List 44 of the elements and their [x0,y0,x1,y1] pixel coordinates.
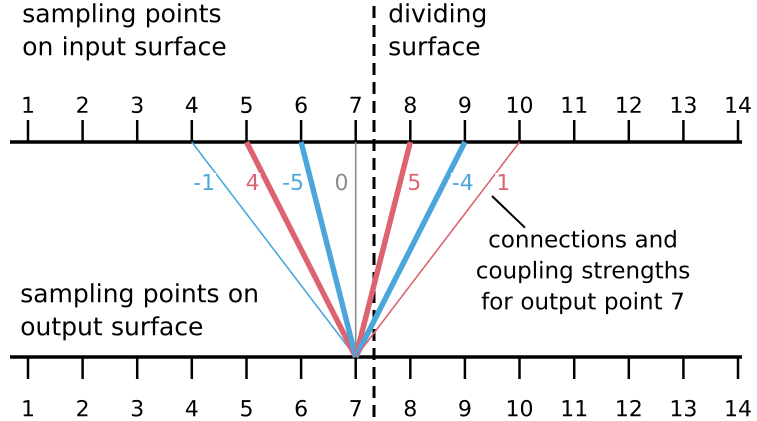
connection-line [191,142,356,358]
point-number: 11 [562,400,586,416]
connection-line [353,141,413,358]
point-number: 11 [562,96,586,113]
point-number: 8 [404,400,416,417]
point-number: 13 [672,400,696,417]
point-number: 12 [617,96,641,113]
coupling-strength: 1 [495,172,512,192]
connection-line [355,142,520,358]
point-number: 14 [726,96,751,113]
point-number: 3 [132,400,142,417]
point-number: 13 [672,96,696,114]
caption-text: dividing surface [390,3,486,56]
point-number: 9 [459,400,470,417]
point-number: 10 [508,400,532,417]
point-number: 7 [350,400,361,416]
coupling-strength: -4 [450,172,475,192]
coupling-strength: 4 [244,172,261,192]
caption-text: sampling points on input surface [24,3,226,60]
point-number: 5 [241,96,252,114]
point-number: 2 [77,96,88,113]
point-number: 3 [132,96,142,114]
coupling-strength: -5 [281,172,305,192]
point-number: 8 [404,96,416,114]
point-number: 6 [296,96,307,114]
point-number: 1 [23,96,33,113]
point-number: 10 [508,96,532,114]
point-number: 9 [459,96,470,114]
coupling-strength: 5 [406,172,422,192]
caption-text: sampling points on output surface [22,283,257,340]
point-number: 6 [296,400,307,417]
point-number: 14 [726,400,751,416]
callout-text: connections and coupling strengths for output point 7 [477,230,690,314]
point-number: 1 [23,400,33,416]
leader-line [491,195,526,228]
point-number: 2 [77,400,88,416]
connection-line [353,140,468,358]
point-number: 7 [350,96,361,113]
point-number: 4 [186,96,198,113]
point-number: 12 [617,400,641,416]
coupling-strength: -1 [192,172,216,192]
coupling-strength: 0 [334,172,350,192]
point-number: 4 [186,400,198,416]
point-number: 5 [241,400,252,417]
